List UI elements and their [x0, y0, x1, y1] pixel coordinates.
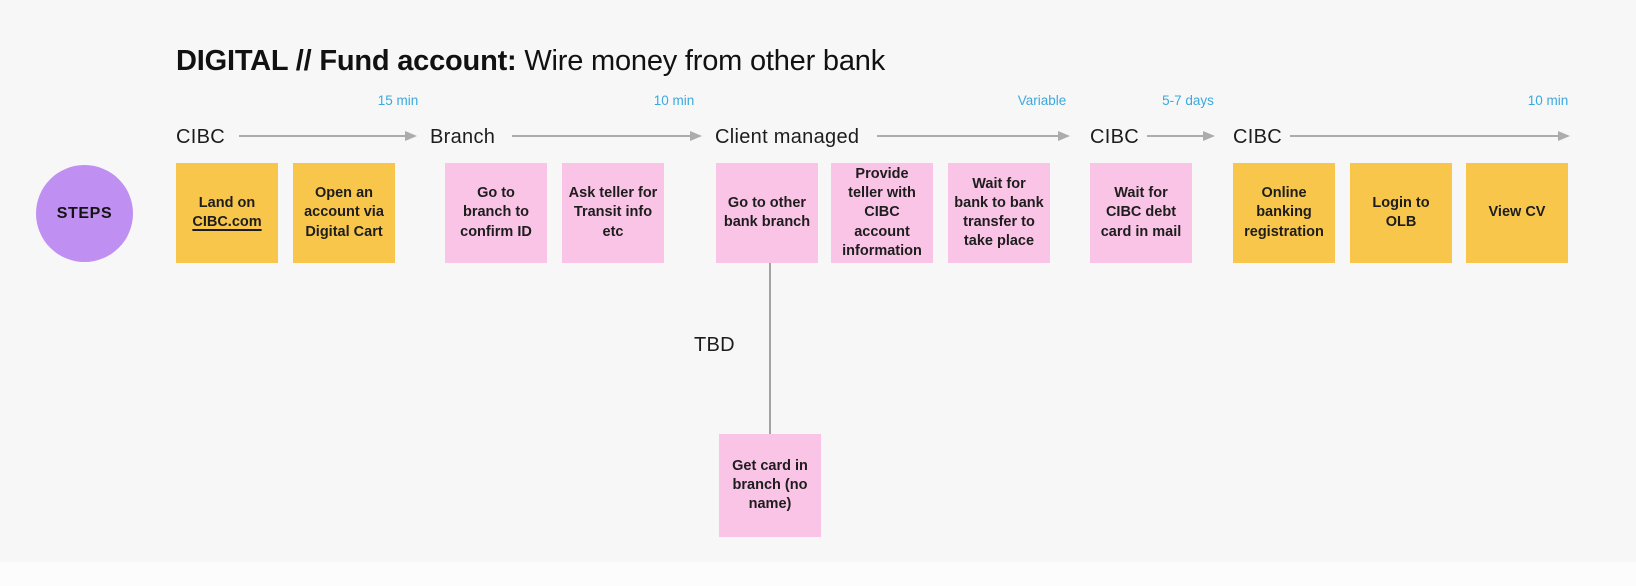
sticky-note-other-bank-branch[interactable]: Go to other bank branch: [716, 163, 818, 263]
sticky-note-provide-teller[interactable]: Provide teller with CIBC account informa…: [831, 163, 933, 263]
tbd-label: TBD: [694, 334, 735, 356]
lane-label-branch: Branch: [430, 126, 496, 148]
cibc-com-link[interactable]: CIBC.com: [192, 214, 262, 230]
duration-label: 10 min: [1527, 93, 1569, 108]
title-subtitle: Wire money from other bank: [524, 45, 886, 77]
duration-label: Variable: [1017, 93, 1067, 108]
bottom-strip: [0, 562, 1636, 586]
sticky-note-wait-debt-card[interactable]: Wait for CIBC debt card in mail: [1090, 163, 1192, 263]
page-title: DIGITAL // Fund account: Wire money from…: [176, 44, 885, 78]
connector-line: [769, 263, 771, 434]
steps-badge-label: STEPS: [56, 204, 113, 222]
title-emphasis: DIGITAL // Fund account:: [176, 45, 517, 77]
sticky-note-olb-registration[interactable]: Online banking registration: [1233, 163, 1335, 263]
lane-label-cibc-3: CIBC: [1233, 126, 1282, 148]
arrow-right-icon: [877, 131, 1070, 141]
arrow-right-icon: [512, 131, 702, 141]
arrow-right-icon: [239, 131, 417, 141]
arrow-right-icon: [1147, 131, 1215, 141]
sticky-note-get-card-in-branch[interactable]: Get card in branch (no name): [719, 434, 821, 537]
sticky-note-view-cv[interactable]: View CV: [1466, 163, 1568, 263]
sticky-note-ask-teller[interactable]: Ask teller for Transit info etc: [562, 163, 664, 263]
duration-label: 5-7 days: [1162, 93, 1214, 108]
duration-label: 10 min: [653, 93, 695, 108]
sticky-note-wait-transfer[interactable]: Wait for bank to bank transfer to take p…: [948, 163, 1050, 263]
lane-label-cibc-2: CIBC: [1090, 126, 1139, 148]
duration-label: 15 min: [377, 93, 419, 108]
note-text: Land on: [198, 194, 256, 211]
arrow-right-icon: [1290, 131, 1570, 141]
lane-label-client-managed: Client managed: [715, 126, 860, 148]
sticky-note-go-to-branch[interactable]: Go to branch to confirm ID: [445, 163, 547, 263]
lane-label-cibc-1: CIBC: [176, 126, 225, 148]
steps-badge[interactable]: STEPS: [36, 165, 133, 262]
sticky-note-land-on-cibc[interactable]: Land on CIBC.com: [176, 163, 278, 263]
sticky-note-login-olb[interactable]: Login to OLB: [1350, 163, 1452, 263]
sticky-note-open-account[interactable]: Open an account via Digital Cart: [293, 163, 395, 263]
